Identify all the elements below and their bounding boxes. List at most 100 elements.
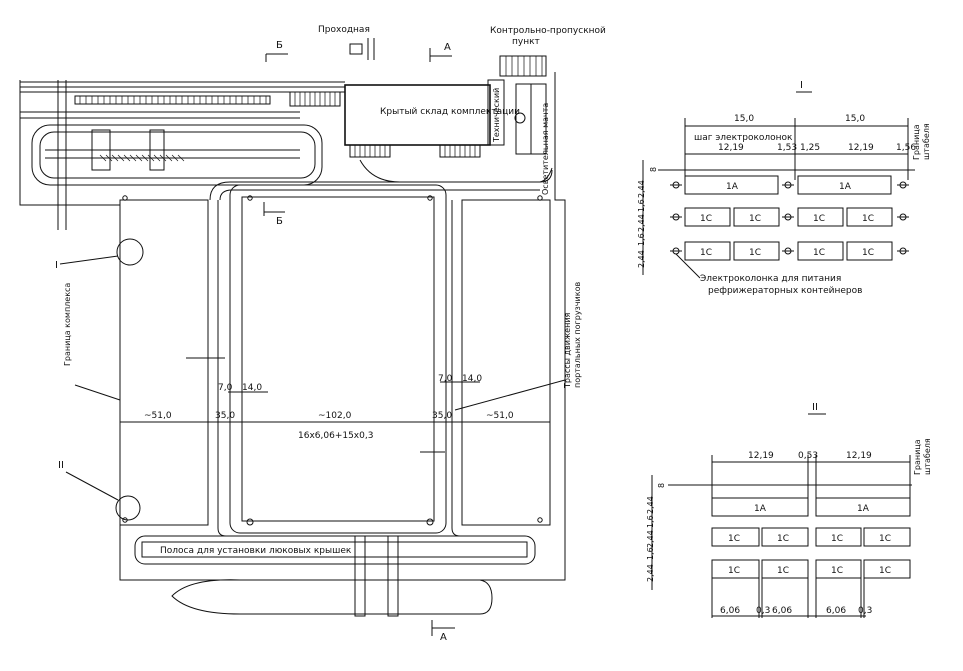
d2-bdim-2: 0,3	[756, 606, 770, 616]
d1-r3-c2: 1С	[749, 248, 761, 258]
container-slot	[761, 527, 809, 547]
d1-dim-4: 12,19	[848, 143, 874, 153]
container-slot	[815, 559, 862, 579]
yard-center	[241, 196, 435, 522]
d1-dim-1: 12,19	[718, 143, 744, 153]
d1-r1-c1: 1А	[726, 182, 739, 192]
hatch-strip	[141, 541, 528, 558]
d2-bdim-5: 0,3	[858, 606, 872, 616]
container-slot	[684, 207, 731, 227]
entrance-label: Проходная	[318, 25, 370, 35]
container-slot	[815, 497, 911, 517]
yard-right	[461, 199, 551, 526]
d1-dim-3: 1,25	[800, 143, 820, 153]
berth-bollard	[354, 535, 366, 617]
light-mast	[537, 195, 543, 201]
gate-marker	[514, 112, 526, 124]
d2-dim-1: 12,19	[748, 451, 774, 461]
dim-center-width: ~102,0	[318, 411, 352, 421]
technical-building	[487, 79, 505, 146]
d2-r1-c2: 1А	[857, 504, 870, 514]
d1-boundary-label-2: штабеля	[922, 123, 931, 160]
d2-r2-c2: 1С	[777, 534, 789, 544]
berth-bollard	[387, 535, 399, 617]
d1-rdim-5: 2,44	[637, 250, 646, 268]
callout-leader	[59, 255, 119, 265]
d2-rdim-4: 1,6	[646, 547, 655, 560]
power-leader	[675, 253, 701, 279]
callout-circle-2	[115, 495, 141, 521]
d1-r3-c1: 1С	[700, 248, 712, 258]
container-slot	[797, 207, 844, 227]
light-mast	[122, 195, 128, 201]
container-slot	[797, 241, 844, 261]
d1-top-left: 15,0	[734, 114, 754, 124]
container-slot	[711, 497, 809, 517]
d1-r2-c3: 1С	[813, 214, 825, 224]
d1-r3-c3: 1С	[813, 248, 825, 258]
loop-track-inner	[39, 131, 316, 179]
d1-r3-c4: 1С	[862, 248, 874, 258]
dim-passage-right: 35,0	[432, 411, 452, 421]
warehouse-label-1: Крытый склад комплектации	[380, 107, 520, 117]
road	[359, 159, 401, 183]
dim-road-left-a: 7,0	[218, 383, 233, 393]
callout-circle-1	[116, 238, 144, 266]
d1-r2-c4: 1С	[862, 214, 874, 224]
yard-center-outer	[229, 184, 447, 534]
dim-center-formula: 16x6,06+15x0,3	[298, 431, 373, 441]
d1-r1-c2: 1А	[839, 182, 852, 192]
d2-rdim-3: 2,44	[646, 530, 655, 548]
technical-label: Технический	[492, 88, 501, 143]
d2-r2-c3: 1С	[831, 534, 843, 544]
container-slot	[733, 207, 780, 227]
dim-road-right-a: 7,0	[438, 374, 453, 384]
checkpoint-label-1: Контрольно-пропускной	[490, 26, 606, 36]
callout-leader	[65, 471, 119, 501]
route-leader	[454, 379, 566, 411]
d2-rdim-5: 2,44	[646, 564, 655, 582]
dim-passage-left: 35,0	[215, 411, 235, 421]
container-slot	[684, 241, 731, 261]
d2-rdim-2: 1,6	[646, 515, 655, 528]
d1-power-note-1: Электроколонка для питания	[700, 274, 841, 284]
light-mast	[426, 518, 434, 526]
container-slot	[711, 559, 760, 579]
loader-routes-label-2: портальных погрузчиков	[573, 282, 582, 388]
hatch-pattern	[99, 154, 185, 162]
section-mark-a-top: А	[444, 42, 451, 53]
loop-track	[31, 124, 323, 186]
vessel	[171, 579, 493, 615]
detail-1: I 15,0 15,0 шаг электроколонок 12,19 1,5…	[637, 80, 931, 296]
d2-bdim-3: 6,06	[772, 606, 792, 616]
callout-label-1: I	[55, 260, 58, 271]
detail-2-title: II	[812, 402, 818, 413]
site-boundary	[19, 72, 566, 581]
container-slot	[797, 175, 892, 195]
d1-boundary-label-1: Граница	[912, 124, 921, 160]
d1-rdim-4: 1,6	[637, 233, 646, 246]
container-slot	[863, 527, 911, 547]
container-slot	[711, 527, 760, 547]
d1-rdim-3: 2,44	[637, 214, 646, 232]
d2-dim-3: 12,19	[846, 451, 872, 461]
yard-left	[119, 199, 209, 526]
callout-label-2: II	[58, 460, 64, 471]
detail-2: II 12,19 0,53 12,19 Граница штабеля 8 2,…	[646, 402, 932, 618]
checkpoint-building	[499, 55, 547, 77]
entrance-booth	[349, 43, 363, 55]
d1-rdim-1: 2,44	[637, 180, 646, 198]
d1-step-label: шаг электроколонок	[694, 133, 793, 143]
boundary-leader	[74, 384, 121, 401]
d2-dim-2: 0,53	[798, 451, 818, 461]
section-mark-a-bottom: А	[440, 632, 447, 643]
loader-routes-label-1: Трассы движения	[563, 312, 572, 389]
d1-dim-5: 1,56	[896, 143, 916, 153]
covered-warehouse	[344, 84, 491, 146]
section-mark-b-top: Б	[276, 40, 283, 51]
d1-rdim-2: 1,6	[637, 199, 646, 212]
container-slot	[761, 559, 809, 579]
dim-left-width: ~51,0	[144, 411, 172, 421]
